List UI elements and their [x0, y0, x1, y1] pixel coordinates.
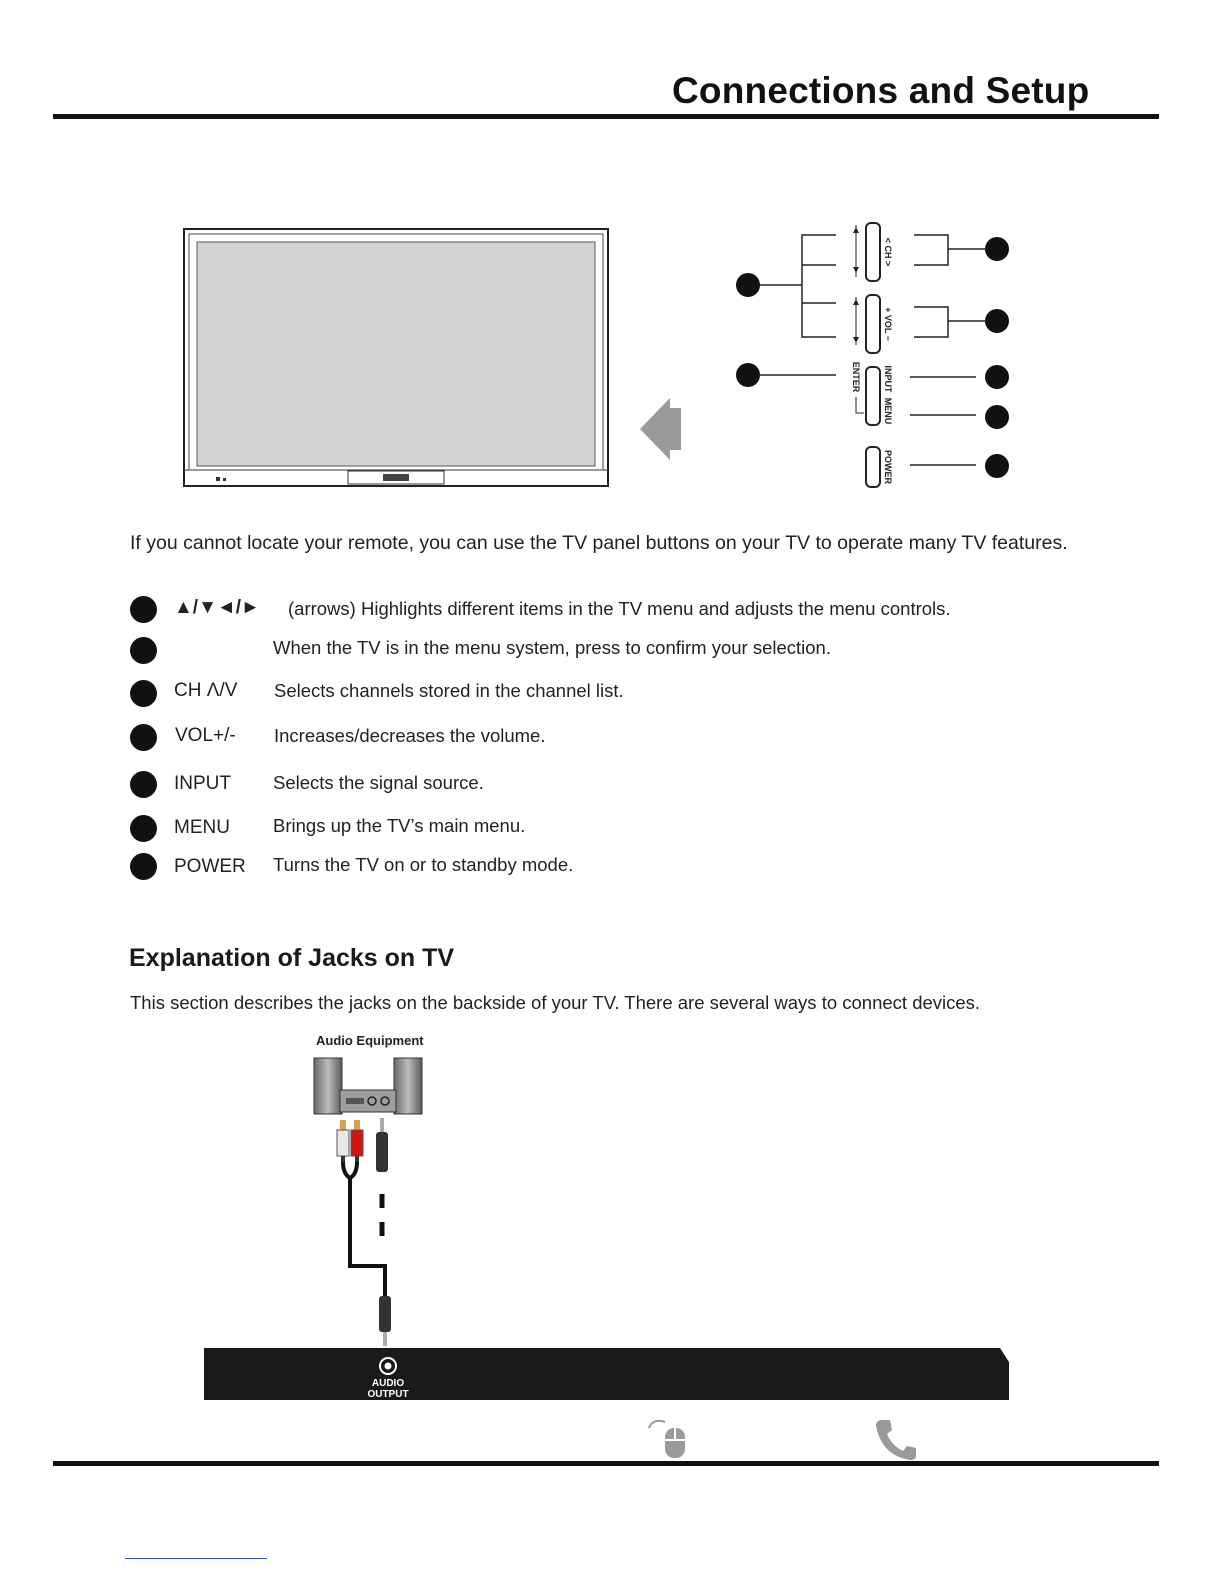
panel-label-input: INPUT [883, 366, 893, 394]
intro-paragraph: If you cannot locate your remote, you ca… [130, 532, 1068, 554]
bullet-ch [130, 680, 157, 707]
button-desc-power: Turns the TV on or to standby mode. [273, 854, 574, 875]
tv-back-panel [204, 1348, 1009, 1400]
button-label-menu: MENU [174, 817, 230, 838]
button-label-vol: VOL+/- [175, 725, 236, 746]
section-heading: Explanation of Jacks on TV [129, 944, 455, 972]
button-desc-input: Selects the signal source. [273, 772, 484, 793]
button-label-ch: CH Λ/V [174, 680, 238, 701]
page-title: Connections and Setup [672, 70, 1090, 111]
tv-front-illustration [183, 228, 609, 487]
button-label-input: INPUT [174, 773, 231, 794]
button-label-arrows: ▲/▼◄/► [174, 597, 260, 618]
audio-cable-illustration [336, 1118, 391, 1346]
audio-equipment-label: Audio Equipment [316, 1033, 424, 1048]
panel-buttons-diagram: < CH > + VOL − INPUT MENU ENTER POWER [736, 222, 1009, 488]
audio-output-label-line2: OUTPUT [367, 1389, 409, 1400]
arrow-left-icon [640, 398, 681, 460]
audio-output-label: AUDIO OUTPUT [360, 1378, 416, 1400]
footer-link-underline [125, 1558, 267, 1559]
footer-rule [53, 1461, 1159, 1466]
audio-output-label-line1: AUDIO [371, 1378, 405, 1389]
panel-label-menu: MENU [883, 398, 893, 425]
section-description: This section describes the jacks on the … [130, 992, 981, 1013]
mouse-icon [648, 1419, 685, 1458]
audio-equipment-icon [313, 1057, 423, 1115]
panel-label-vol: + VOL − [883, 307, 893, 341]
header-rule [53, 114, 1159, 119]
panel-label-enter: ENTER [851, 362, 861, 393]
phone-icon [876, 1420, 916, 1460]
bullet-enter [130, 637, 157, 664]
button-desc-enter: When the TV is in the menu system, press… [273, 637, 831, 658]
bullet-input [130, 771, 157, 798]
button-desc-menu: Brings up the TV’s main menu. [273, 815, 526, 836]
bullet-vol [130, 724, 157, 751]
button-label-power: POWER [174, 856, 246, 877]
bullet-arrows [130, 596, 157, 623]
button-desc-ch: Selects channels stored in the channel l… [274, 680, 624, 701]
bullet-menu [130, 815, 157, 842]
button-desc-vol: Increases/decreases the volume. [274, 725, 546, 746]
button-desc-arrows: (arrows) Highlights different items in t… [288, 598, 951, 619]
panel-label-ch: < CH > [883, 238, 893, 267]
panel-label-power: POWER [883, 450, 893, 485]
bullet-power [130, 853, 157, 880]
